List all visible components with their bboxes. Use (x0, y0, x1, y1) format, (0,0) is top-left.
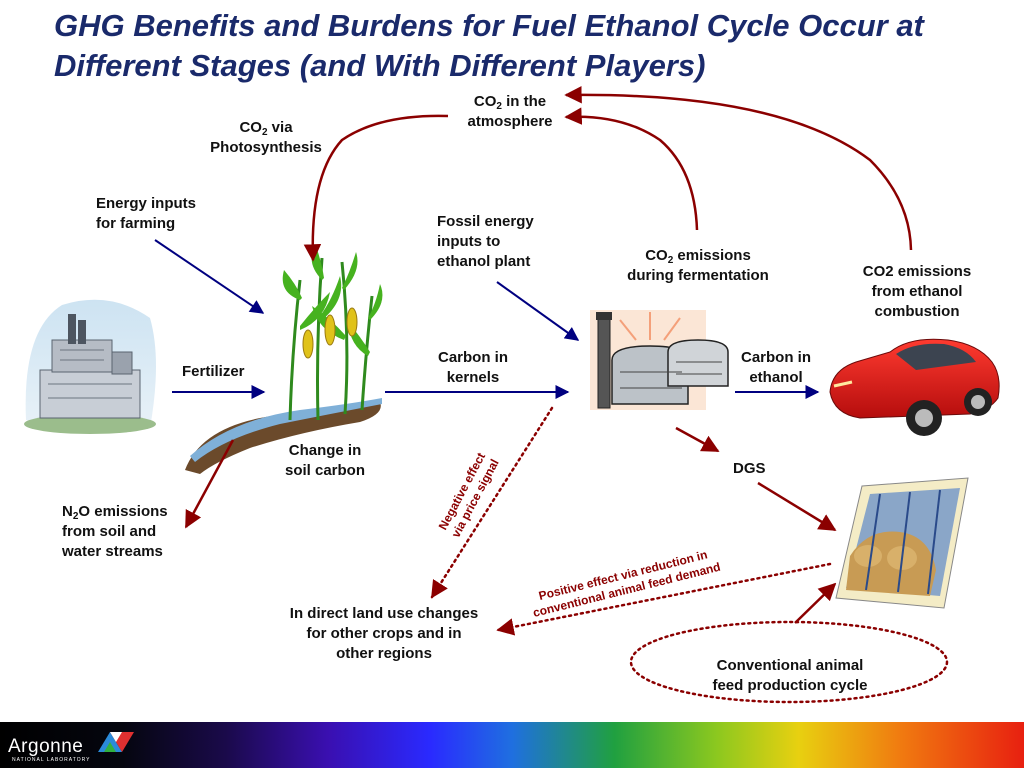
arrow-dgs-to-cattle (757, 481, 837, 532)
dgs-label: DGS (733, 460, 766, 477)
corn-field-icon (185, 246, 383, 474)
arrow-combustion (564, 86, 913, 251)
ethanol-plant-icon (590, 310, 729, 410)
arrow-positive-effect (496, 562, 832, 636)
arrow-energy-to-field (154, 239, 265, 314)
argonne-logo-text: Argonne (8, 736, 84, 757)
arrow-fermentation (564, 107, 699, 231)
cattle-icon (835, 477, 969, 609)
power-plant-icon (24, 299, 156, 434)
red-car-icon (829, 338, 1000, 436)
arrow-feed-cycle (794, 582, 837, 624)
argonne-logo-icon (98, 732, 134, 752)
feed-cycle-ellipse (629, 620, 949, 704)
arrow-dgs-out (675, 426, 720, 453)
arrow-fossil-energy (496, 281, 580, 341)
argonne-logo-sublabel: NATIONAL LABORATORY (12, 757, 91, 763)
fertilizer-label: Fertilizer (182, 363, 245, 380)
arrow-negative-effect (430, 406, 554, 599)
arrow-photosynthesis (303, 114, 449, 262)
slide-title: GHG Benefits and Burdens for Fuel Ethano… (54, 8, 924, 83)
footer-bar (0, 722, 1024, 768)
arrow-n2o (184, 439, 235, 529)
